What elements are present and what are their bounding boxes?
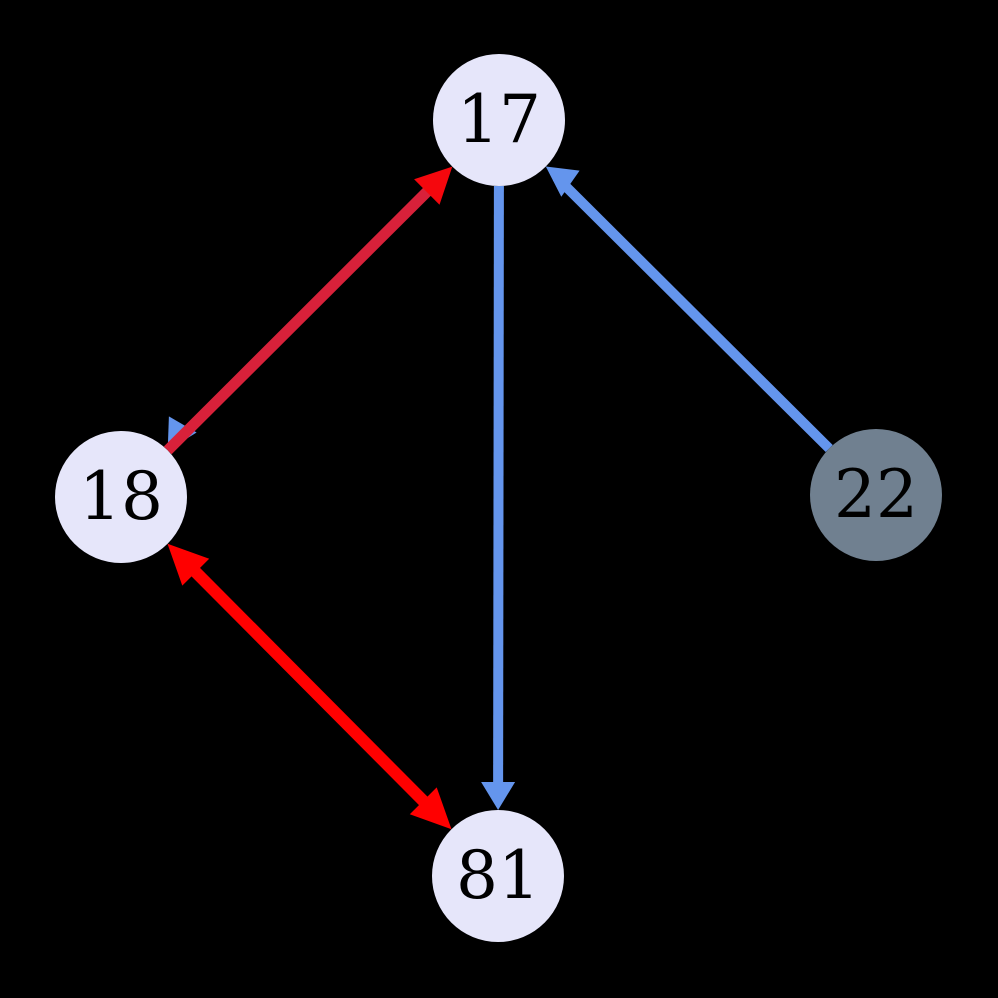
node-label-22: 22 <box>834 456 918 533</box>
node-label-18: 18 <box>79 458 163 535</box>
node-circle-22 <box>810 429 942 561</box>
edge-18-81 <box>167 543 452 830</box>
arrowhead-into-18 <box>167 543 210 586</box>
arrowhead-into-17 <box>545 166 580 197</box>
edge-line-22-17 <box>552 173 833 453</box>
edge-line-18-81 <box>177 553 442 820</box>
edge-line-17-81 <box>493 185 504 797</box>
node-label-81: 81 <box>456 837 540 914</box>
arrowhead-into-17 <box>414 166 453 205</box>
graph-node-22: 22 <box>810 429 942 561</box>
node-circle-17 <box>433 54 565 186</box>
arrowhead-into-81 <box>481 782 516 810</box>
graph-node-18: 18 <box>55 431 187 563</box>
node-circle-18 <box>55 431 187 563</box>
graph-node-81: 81 <box>432 810 564 942</box>
edge-line-18-17 <box>163 175 444 455</box>
node-circle-81 <box>432 810 564 942</box>
arrowhead-into-81 <box>409 787 452 830</box>
edge-22-17 <box>545 166 833 453</box>
node-label-17: 17 <box>457 81 541 158</box>
graph-node-17: 17 <box>433 54 565 186</box>
edge-17-81 <box>481 185 516 810</box>
edge-18-17 <box>163 166 453 455</box>
